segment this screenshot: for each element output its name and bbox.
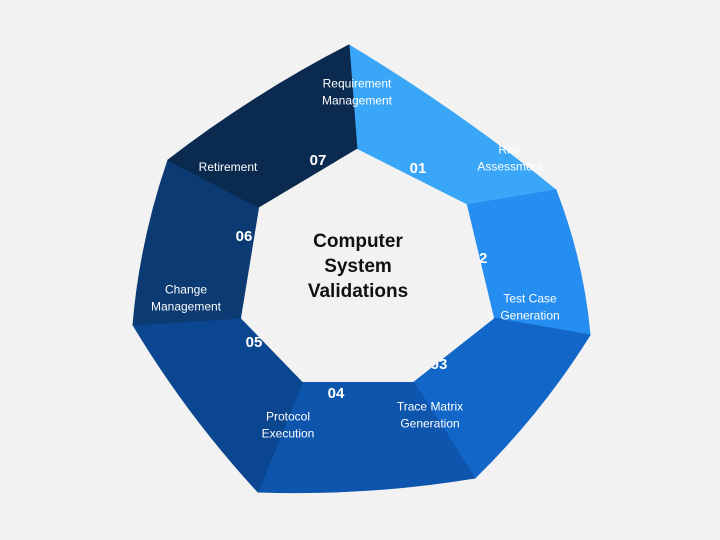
segment-05 (132, 317, 304, 493)
center-hole (241, 149, 494, 382)
segment-06 (132, 159, 261, 326)
step-number-05: 05 (246, 334, 263, 351)
step-number-06: 06 (236, 228, 253, 245)
step-number-07: 07 (310, 152, 327, 169)
step-number-01: 01 (410, 160, 427, 177)
segment-01 (348, 44, 557, 206)
segment-04 (257, 380, 476, 494)
labels-group: RequirementManagement01RiskAssessment02T… (151, 77, 560, 441)
step-label-07: Retirement (199, 160, 258, 174)
segment-03 (412, 317, 591, 479)
segment-07 (167, 44, 358, 209)
segments-group (132, 44, 591, 494)
step-number-04: 04 (328, 385, 345, 402)
